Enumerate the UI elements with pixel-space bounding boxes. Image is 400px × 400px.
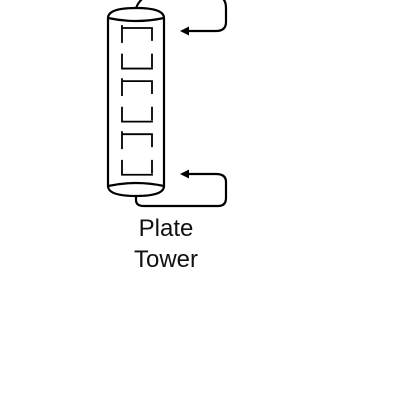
tray-6 xyxy=(121,159,153,176)
tray-5 xyxy=(121,131,153,150)
tray-3 xyxy=(121,78,153,96)
tray-1 xyxy=(121,25,153,43)
tower-shell xyxy=(106,6,166,198)
tower-trays xyxy=(121,25,153,176)
plate-tower xyxy=(106,6,166,198)
top-reflux-line xyxy=(134,0,228,36)
bottom-reboiler-line xyxy=(134,169,228,208)
reflux-arrow-head xyxy=(180,26,189,36)
bottom-outlet-pipe xyxy=(134,172,228,208)
bottom-head-seam xyxy=(106,181,166,188)
tray-2 xyxy=(121,53,153,70)
reflux-return-pipe xyxy=(184,0,228,33)
tray-4 xyxy=(121,106,153,123)
tower-label-line-2: Tower xyxy=(134,246,198,273)
top-outlet-pipe xyxy=(134,0,143,10)
reboiler-arrow-head xyxy=(180,169,189,179)
top-head-seam xyxy=(106,16,166,23)
tower-label-line-1: Plate xyxy=(139,215,194,242)
